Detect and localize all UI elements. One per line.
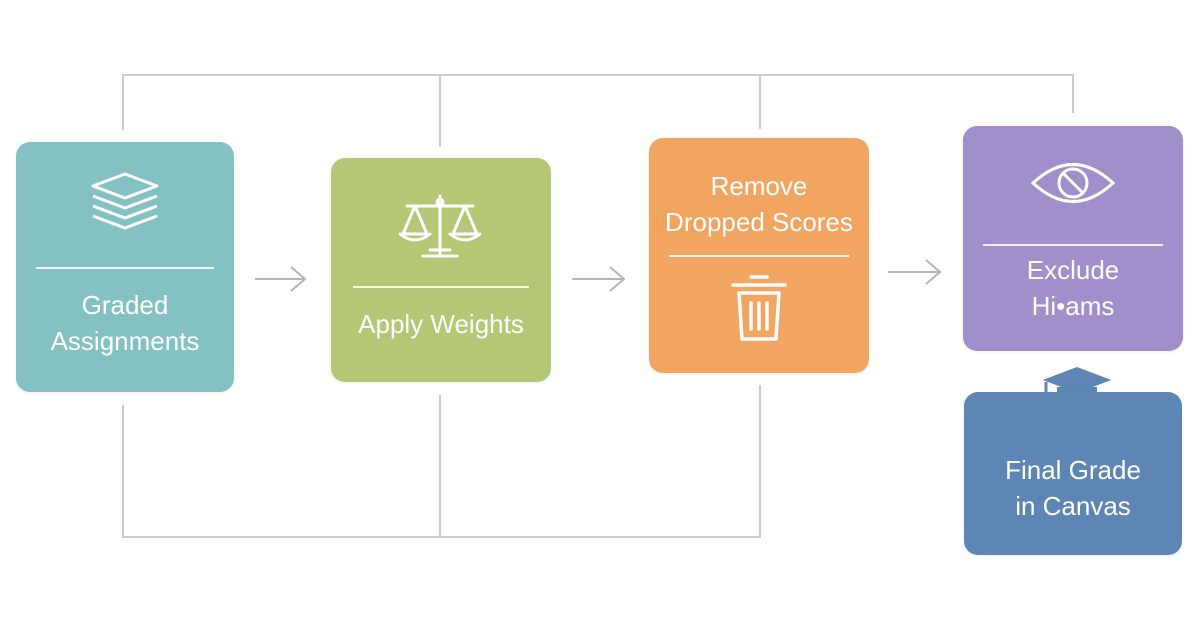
exclude-card: Exclude Hi•ams [963,126,1183,351]
balance-scale-icon [398,194,482,258]
flow-arrow-1 [255,266,307,292]
remove-dropped-scores-card: Remove Dropped Scores [649,138,869,373]
bottom-connector-lines [122,385,761,538]
eye-icon [1030,163,1116,203]
top-connector-lines [122,74,1074,147]
apply-weights-card: Apply Weights [331,158,551,382]
card-divider [983,244,1163,246]
trash-can-icon [731,275,787,341]
apply-weights-label: Apply Weights [358,309,524,339]
stacked-papers-icon [91,172,159,230]
card-divider [353,286,529,288]
final-grade-label: Final Grade in Canvas [1005,455,1141,521]
flow-arrow-2 [572,266,626,292]
exclude-label: Exclude Hi•ams [1026,255,1120,321]
graded-assignments-label: Graded Assignments [50,290,200,356]
card-divider [36,267,214,269]
flow-arrow-3 [888,259,942,285]
remove-dropped-scores-label: Remove Dropped Scores [665,171,853,237]
graded-assignments-card: Graded Assignments [16,142,234,392]
final-grade-card: Final Grade in Canvas [964,392,1182,555]
card-divider [669,255,849,257]
